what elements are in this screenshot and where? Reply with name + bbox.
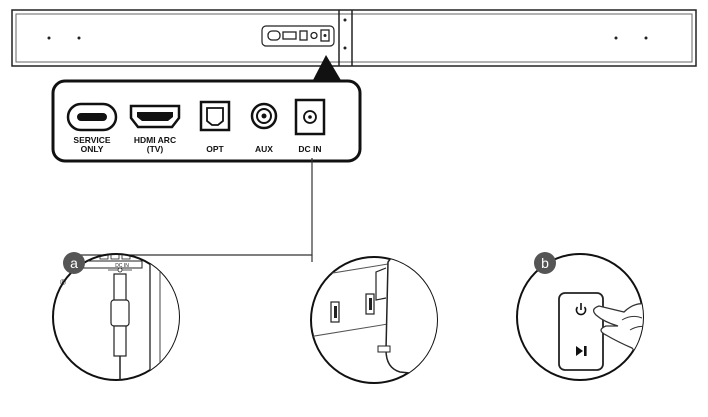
soundbar (11, 9, 697, 67)
port-label-hdmi-line2: (TV) (147, 144, 164, 154)
port-label-aux: AUX (255, 144, 273, 154)
registered-mark: ® (60, 278, 66, 287)
port-label-service-line2: ONLY (81, 144, 104, 154)
soundbar-port-panel (261, 25, 335, 47)
hdmi-port-icon (129, 104, 181, 129)
power-icon (575, 303, 587, 316)
port-label-opt: OPT (206, 144, 224, 154)
aux-port-icon (250, 102, 278, 130)
port-label-hdmi-line1: HDMI ARC (134, 135, 176, 145)
pressing-hand (592, 302, 643, 376)
detail-circle-b (310, 256, 438, 384)
optical-port-icon (199, 100, 231, 132)
detail-circle-a: DC IN ® (52, 253, 180, 381)
port-label-dc-in: DC IN (298, 144, 321, 154)
play-pause-icon (576, 346, 587, 356)
zoom-pointer (312, 55, 342, 82)
port-label-service-line1: SERVICE (73, 135, 110, 145)
callout-a-letter: a (70, 255, 78, 271)
dc-in-leader-line (80, 158, 313, 256)
callout-b-badge (534, 252, 556, 274)
usb-c-port-icon (66, 102, 118, 132)
dc-in-mini-label: DC IN (115, 263, 129, 269)
callout-b-letter: b (541, 255, 549, 271)
dc-in-port-icon (294, 98, 326, 136)
callout-a-badge (63, 252, 85, 274)
zoomed-port-panel: SERVICE ONLY HDMI ARC (TV) OPT AUX DC IN (51, 79, 362, 163)
detail-circle-c (516, 253, 644, 381)
